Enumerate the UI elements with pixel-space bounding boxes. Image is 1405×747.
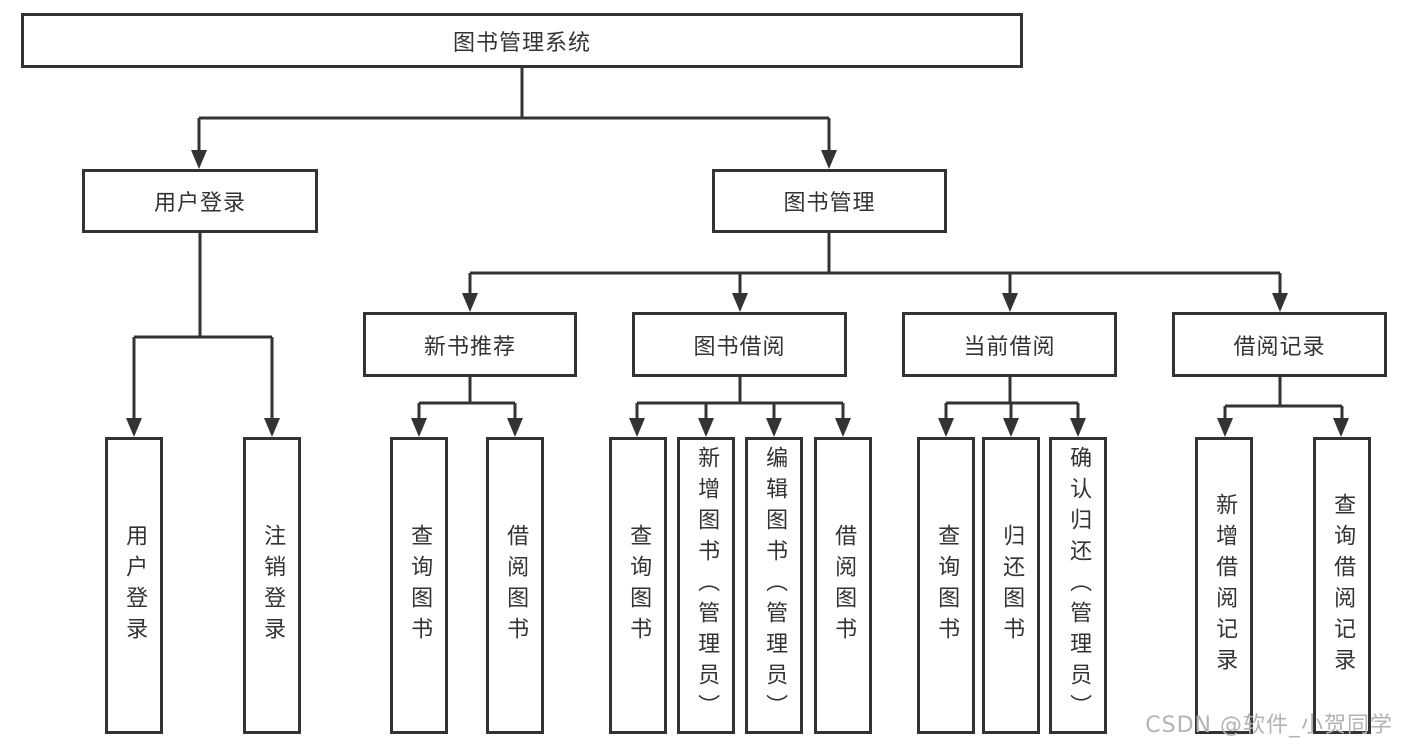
leaf-current-return-label: 归还图书 [999, 523, 1025, 648]
arrowhead-icon [507, 418, 523, 437]
arrowhead-icon [938, 418, 954, 437]
leaf-borrow-query-label: 查询图书 [626, 523, 652, 648]
node-root: 图书管理系统 [21, 13, 1023, 68]
arrowhead-icon [264, 418, 280, 437]
arrowhead-icon [766, 418, 782, 437]
arrowhead-icon [821, 150, 837, 169]
arrowhead-icon [1333, 418, 1349, 437]
leaf-borrow-edit-admin: 编辑图书（管理员） [745, 437, 803, 734]
leaf-current-confirm-admin-label: 确认归还（管理员） [1066, 446, 1092, 725]
leaf-newbook-borrow: 借阅图书 [486, 437, 544, 734]
leaf-borrow-query: 查询图书 [609, 437, 667, 734]
watermark: CSDN @软件_小贺同学 [1145, 713, 1393, 738]
connector-bookborrow-children [635, 377, 845, 421]
connector-currentborrow-children [944, 377, 1080, 421]
leaf-logout: 注销登录 [243, 437, 301, 734]
node-current-borrow: 当前借阅 [902, 312, 1117, 377]
node-borrow-record-label: 借阅记录 [1233, 334, 1326, 360]
node-book-management-label: 图书管理 [783, 191, 876, 216]
node-new-book-recommend-label: 新书推荐 [423, 334, 516, 360]
leaf-current-query: 查询图书 [917, 437, 975, 734]
leaf-record-query-label: 查询借阅记录 [1330, 492, 1356, 679]
node-user-login-label: 用户登录 [153, 191, 246, 216]
leaf-record-query: 查询借阅记录 [1313, 437, 1371, 734]
leaf-borrow-add-admin-label: 新增图书（管理员） [694, 446, 720, 725]
leaf-logout-label: 注销登录 [260, 523, 286, 648]
leaf-newbook-query: 查询图书 [390, 437, 448, 734]
arrowhead-icon [462, 293, 478, 312]
node-current-borrow-label: 当前借阅 [963, 334, 1056, 360]
arrowhead-icon [1070, 418, 1086, 437]
connector-newbook-children [417, 377, 517, 421]
connector-bookmgmt-to-level3 [468, 233, 1282, 297]
arrowhead-icon [732, 293, 748, 312]
connector-root-to-level2 [197, 67, 831, 153]
arrowhead-icon [411, 418, 427, 437]
node-book-management: 图书管理 [712, 169, 947, 233]
leaf-newbook-query-label: 查询图书 [407, 523, 433, 648]
arrowhead-icon [835, 418, 851, 437]
connector-borrowrecord-children [1223, 377, 1344, 421]
node-book-borrow: 图书借阅 [632, 312, 847, 377]
arrowhead-icon [191, 150, 207, 169]
connector-userlogin-children [132, 233, 274, 421]
leaf-record-add: 新增借阅记录 [1195, 437, 1253, 734]
arrowhead-icon [126, 418, 142, 437]
arrowhead-icon [629, 418, 645, 437]
node-borrow-record: 借阅记录 [1172, 312, 1387, 377]
leaf-user-login-label: 用户登录 [122, 523, 148, 648]
leaf-current-return: 归还图书 [982, 437, 1040, 734]
leaf-borrow-add-admin: 新增图书（管理员） [677, 437, 735, 734]
arrowhead-icon [698, 418, 714, 437]
arrowhead-icon [1217, 418, 1233, 437]
node-root-label: 图书管理系统 [452, 30, 591, 56]
leaf-record-add-label: 新增借阅记录 [1212, 492, 1238, 679]
arrowhead-icon [1272, 293, 1288, 312]
leaf-borrow-book: 借阅图书 [814, 437, 872, 734]
leaf-newbook-borrow-label: 借阅图书 [503, 523, 529, 648]
node-book-borrow-label: 图书借阅 [693, 334, 786, 360]
arrowhead-icon [1003, 418, 1019, 437]
leaf-current-query-label: 查询图书 [934, 523, 960, 648]
node-user-login: 用户登录 [82, 169, 318, 233]
leaf-borrow-book-label: 借阅图书 [831, 523, 857, 648]
leaf-current-confirm-admin: 确认归还（管理员） [1049, 437, 1107, 734]
node-new-book-recommend: 新书推荐 [363, 312, 577, 377]
arrowhead-icon [1002, 293, 1018, 312]
leaf-user-login: 用户登录 [105, 437, 163, 734]
leaf-borrow-edit-admin-label: 编辑图书（管理员） [762, 446, 788, 725]
